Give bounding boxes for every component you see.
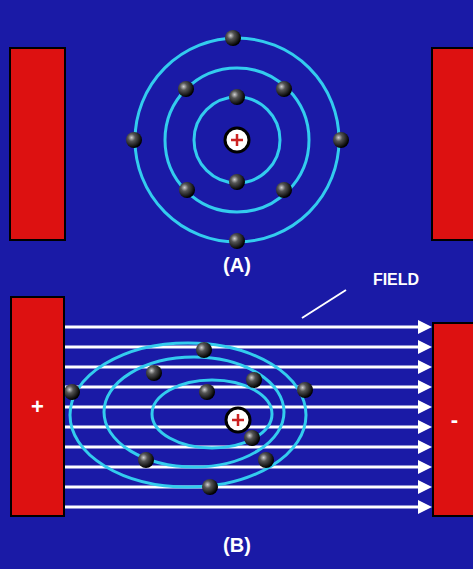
- atom-a: [135, 38, 339, 242]
- capacitor-plate: +: [10, 296, 65, 517]
- leader-line: [302, 290, 346, 318]
- atom-b: [70, 343, 306, 487]
- plate: [432, 48, 473, 240]
- polarity-sign: +: [31, 396, 44, 418]
- field-line: [65, 500, 432, 514]
- electrons: [64, 342, 313, 495]
- field-line: [65, 480, 432, 494]
- nucleus: [225, 128, 249, 152]
- polarity-sign: -: [451, 409, 458, 431]
- electrons: [126, 30, 349, 249]
- field-line: [65, 320, 432, 334]
- capacitor-plate: -: [432, 322, 473, 517]
- field-label: FIELD: [373, 272, 419, 288]
- nucleus: [226, 408, 250, 432]
- field-line: [65, 460, 432, 474]
- plate: [10, 48, 65, 240]
- panel-label: (A): [223, 255, 251, 275]
- panel-label: (B): [223, 535, 251, 555]
